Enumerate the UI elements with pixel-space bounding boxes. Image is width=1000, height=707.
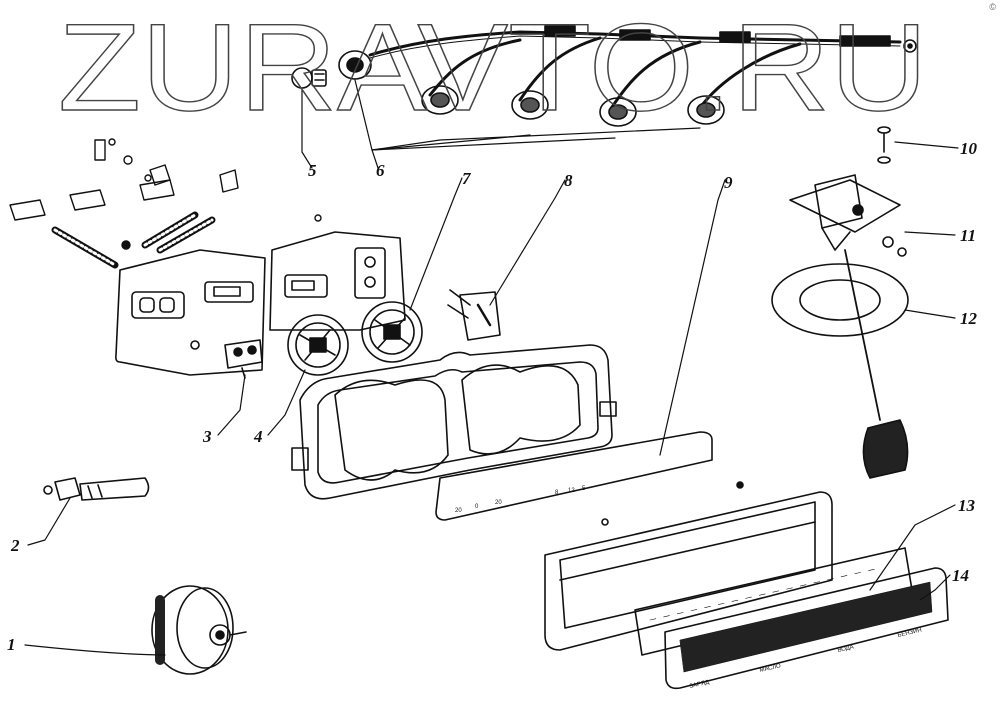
gauge-mechanism-7	[361, 301, 423, 363]
bezel-label: ЗАРЯД	[689, 680, 710, 690]
scale-mark: 5	[582, 486, 586, 492]
corner-mark: ©	[989, 2, 996, 12]
callout-5: 5	[308, 161, 317, 180]
callout-9: 9	[724, 173, 733, 192]
wiring-harness	[368, 25, 917, 112]
gauge-mechanism-8	[447, 289, 501, 341]
callout-13: 13	[958, 496, 975, 515]
scale-mark: 0	[475, 504, 479, 510]
callout-4: 4	[254, 427, 263, 446]
scale-mark: 12	[568, 488, 575, 494]
callout-3: 3	[203, 427, 212, 446]
resistors	[51, 211, 216, 269]
oil-pressure-sender	[151, 585, 247, 675]
callout-11: 11	[960, 226, 977, 245]
bezel-label: ВОДА	[837, 644, 854, 654]
gauge-mechanism-4	[287, 314, 349, 376]
callout-2: 2	[11, 536, 20, 555]
callout-7: 7	[462, 169, 471, 188]
bezel-label: МАСЛО	[759, 663, 782, 674]
back-panel-left	[115, 249, 266, 376]
callout-8: 8	[564, 171, 573, 190]
scale-plate: 20 0 20 8 12 5	[435, 431, 744, 526]
bulb	[291, 67, 327, 89]
bulb-sockets	[338, 50, 725, 127]
callout-10: 10	[960, 139, 977, 158]
callout-1: 1	[7, 635, 16, 654]
callout-14: 14	[952, 566, 969, 585]
scale-mark: 20	[495, 500, 502, 506]
screw	[877, 126, 891, 164]
callout-6: 6	[376, 161, 385, 180]
scale-mark: 20	[455, 508, 462, 514]
back-panel-right	[269, 231, 406, 331]
temperature-sensor	[43, 477, 150, 501]
bracket	[224, 339, 263, 379]
lower-housing	[544, 491, 833, 651]
bezel-label: БЕНЗИН	[897, 628, 922, 639]
callout-12: 12	[960, 309, 977, 328]
instrument-housing	[291, 344, 617, 500]
bezel: ЗАРЯД МАСЛО ВОДА БЕНЗИН	[664, 567, 949, 690]
leader-lines	[24, 79, 959, 656]
terminal-clips	[9, 138, 322, 250]
fuel-level-sender	[789, 174, 909, 479]
gasket	[771, 263, 909, 337]
scale-mark: 8	[555, 490, 559, 496]
